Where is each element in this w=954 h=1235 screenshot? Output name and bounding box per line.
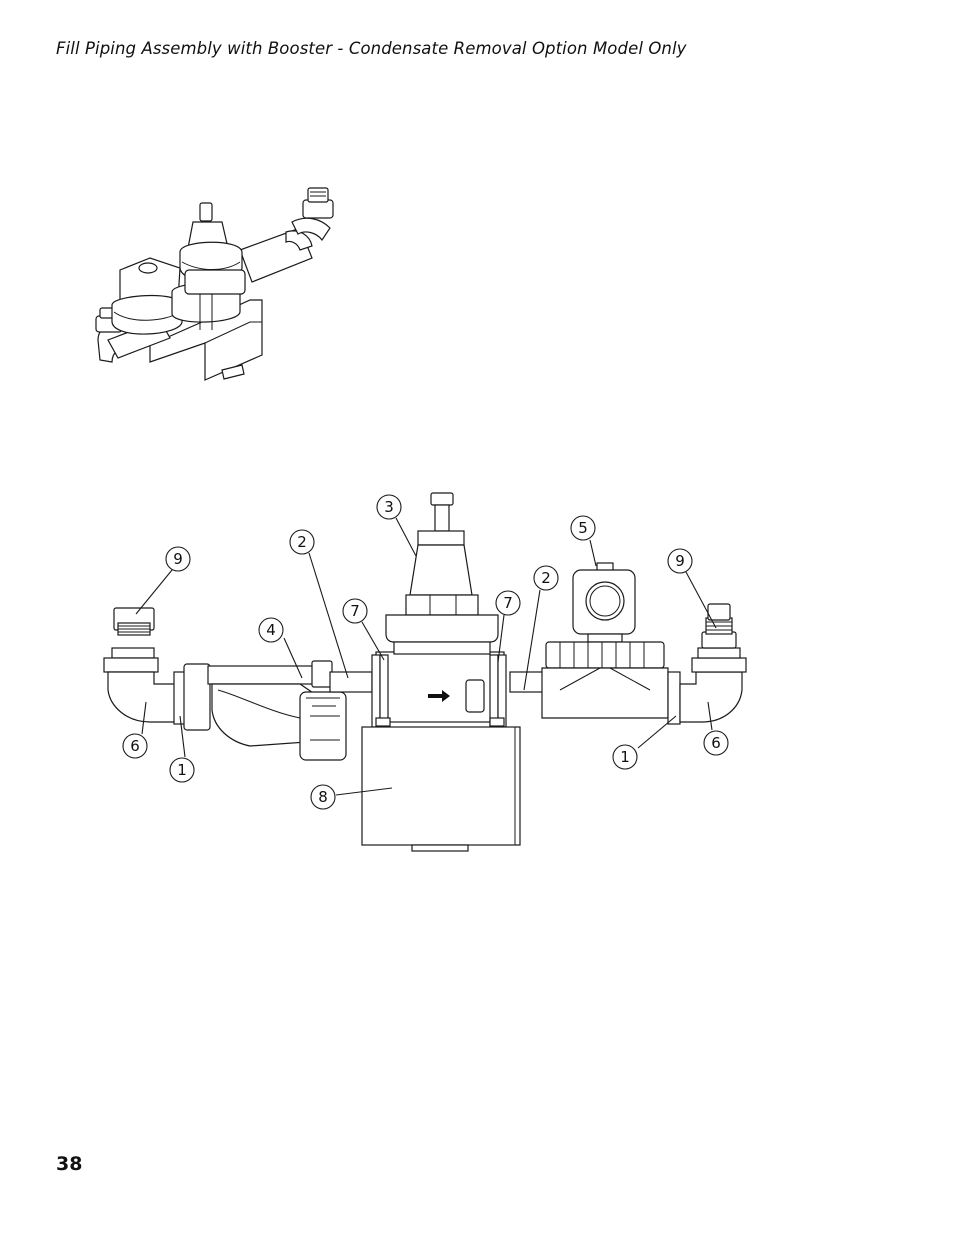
callout-2: 2 (289, 529, 315, 555)
callout-9: 9 (165, 546, 191, 572)
callout-label: 1 (177, 761, 187, 779)
page-number: 38 (56, 1153, 83, 1175)
callout-label: 1 (620, 748, 630, 766)
callout-label: 6 (130, 737, 140, 755)
callout-label: 7 (503, 594, 513, 612)
callout-label: 2 (541, 569, 551, 587)
callout-9: 9 (667, 548, 693, 574)
callout-label: 4 (266, 621, 276, 639)
callout-label: 8 (318, 788, 328, 806)
callout-label: 3 (384, 498, 394, 516)
callout-3: 3 (376, 494, 402, 520)
callout-6: 6 (122, 733, 148, 759)
callout-1: 1 (612, 744, 638, 770)
callout-7: 7 (495, 590, 521, 616)
callout-label: 9 (675, 552, 685, 570)
callout-label: 2 (297, 533, 307, 551)
front-view-assembly (103, 492, 747, 852)
page-title: Fill Piping Assembly with Booster - Cond… (56, 39, 687, 58)
callout-1: 1 (169, 757, 195, 783)
callout-label: 7 (350, 602, 360, 620)
callout-5: 5 (570, 515, 596, 541)
callout-7: 7 (342, 598, 368, 624)
leader-lines (135, 517, 717, 796)
callout-label: 6 (711, 734, 721, 752)
callout-4: 4 (258, 617, 284, 643)
callout-6: 6 (703, 730, 729, 756)
callout-label: 5 (578, 519, 588, 537)
callout-2: 2 (533, 565, 559, 591)
callout-label: 9 (173, 550, 183, 568)
isometric-assembly-view (95, 187, 334, 381)
callout-8: 8 (310, 784, 336, 810)
